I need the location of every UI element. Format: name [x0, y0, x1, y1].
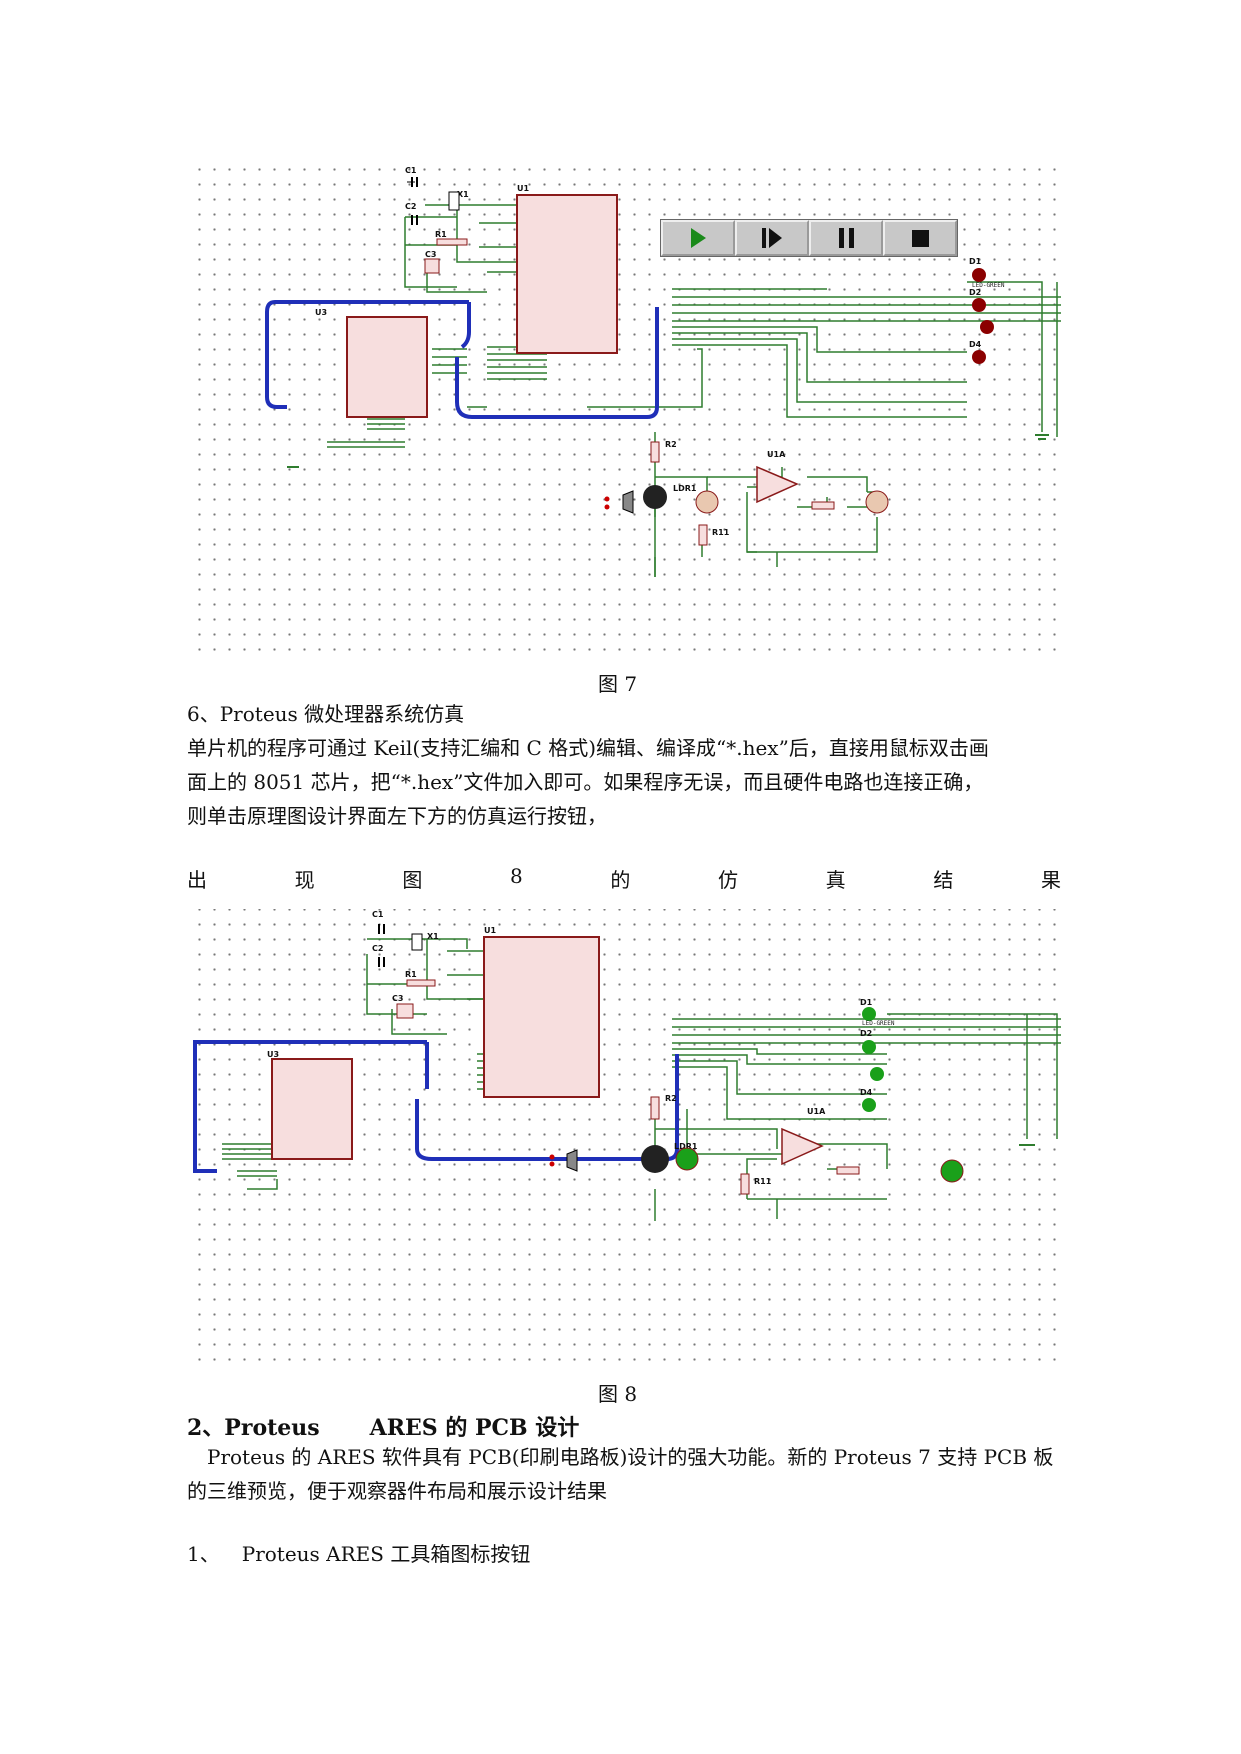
x1-label: X1 — [457, 190, 469, 199]
figure-7-schematic: U1 U3 C1 C2 X1 R1 C3 D1 D2 D4 LED-GREEN … — [187, 157, 1061, 654]
section-2-body: Proteus 的 ARES 软件具有 PCB(印刷电路板)设计的强大功能。新的… — [187, 1440, 1061, 1508]
section-6-line-3: 则单击原理图设计界面左下方的仿真运行按钮， — [187, 804, 607, 828]
u1a-label: U1A — [767, 450, 786, 459]
figure-8-caption: 图 8 — [598, 1382, 638, 1406]
r2-label: R2 — [665, 1094, 677, 1103]
spread-char: 果 — [1040, 868, 1061, 892]
figure-8-schematic: U1 U3 C1 C2 X1 R1 C3 D1 D2 D4 LED-GREEN … — [187, 909, 1061, 1361]
ldr-label: LDR1 — [673, 484, 697, 493]
r11-label: R11 — [754, 1177, 772, 1186]
step-button[interactable] — [735, 220, 809, 256]
play-icon — [690, 228, 706, 248]
ldr-label: LDR1 — [674, 1142, 698, 1151]
d1-label: D1 — [860, 998, 873, 1007]
r1-label: R1 — [405, 970, 417, 979]
section-2-line-2: 的三维预览，便于观察器件布局和展示设计结果 — [187, 1479, 607, 1503]
d4-label: D4 — [860, 1088, 873, 1097]
stop-button[interactable] — [883, 220, 957, 256]
figure-7-caption: 图 7 — [598, 672, 638, 696]
schematic-7-drawing: U1 U3 C1 C2 X1 R1 C3 D1 D2 D4 LED-GREEN … — [265, 166, 1061, 577]
item-1-number: 1、 — [187, 1542, 220, 1566]
c3-label: C3 — [392, 994, 403, 1003]
c3-label: C3 — [425, 250, 436, 259]
section-2-heading: 2、Proteus ARES 的 PCB 设计 — [187, 1410, 579, 1442]
spread-char: 真 — [825, 868, 846, 892]
spread-char: 出 — [187, 868, 207, 892]
d2-label: D2 — [969, 288, 981, 297]
c1-label: C1 — [372, 910, 384, 919]
section-6-heading: 6、Proteus 微处理器系统仿真 — [187, 702, 465, 726]
item-1: 1、 Proteus ARES 工具箱图标按钮 — [187, 1537, 1061, 1571]
c2-label: C2 — [405, 202, 416, 211]
pause-icon — [838, 228, 854, 248]
section-6: 6、Proteus 微处理器系统仿真 单片机的程序可通过 Keil(支持汇编和 … — [187, 697, 1061, 833]
section-2-line-1: Proteus 的 ARES 软件具有 PCB(印刷电路板)设计的强大功能。新的… — [207, 1445, 1054, 1469]
simulation-toolbar — [660, 219, 958, 257]
pause-button[interactable] — [809, 220, 883, 256]
r1-label: R1 — [435, 230, 447, 239]
led-label: LED-GREEN — [862, 1020, 895, 1027]
spread-char: 现 — [294, 868, 315, 892]
stop-icon — [911, 229, 929, 247]
play-button[interactable] — [661, 220, 735, 256]
x1-label: X1 — [427, 932, 439, 941]
d1-label: D1 — [969, 257, 982, 266]
section-6-line-1: 单片机的程序可通过 Keil(支持汇编和 C 格式)编辑、编译成“*.hex”后… — [187, 736, 989, 760]
d2-label: D2 — [860, 1029, 872, 1038]
spread-char: 8 — [509, 864, 523, 888]
u1a-label: U1A — [807, 1107, 826, 1116]
section-2-heading-b: ARES 的 PCB 设计 — [369, 1415, 580, 1441]
spread-char: 的 — [610, 868, 631, 892]
r11-label: R11 — [712, 528, 730, 537]
c2-label: C2 — [372, 944, 383, 953]
c1-label: C1 — [405, 166, 417, 175]
section-2-heading-a: 2、Proteus — [187, 1415, 320, 1441]
spread-char: 结 — [933, 868, 954, 892]
step-icon — [762, 228, 782, 248]
led-label: LED-GREEN — [972, 282, 1005, 289]
schematic-8-drawing: U1 U3 C1 C2 X1 R1 C3 D1 D2 D4 LED-GREEN … — [193, 910, 1061, 1221]
section-6-line-2: 面上的 8051 芯片，把“*.hex”文件加入即可。如果程序无误，而且硬件电路… — [187, 770, 984, 794]
spread-char: 仿 — [718, 868, 739, 892]
u1-label: U1 — [484, 926, 496, 935]
u3-label: U3 — [315, 308, 327, 317]
spread-line: 出 现 图 8 的 仿 真 结 果 — [187, 864, 1061, 893]
spread-char: 图 — [402, 868, 423, 892]
r2-label: R2 — [665, 440, 677, 449]
u1-label: U1 — [517, 184, 529, 193]
item-1-text: Proteus ARES 工具箱图标按钮 — [241, 1542, 531, 1566]
d4-label: D4 — [969, 340, 982, 349]
u3-label: U3 — [267, 1050, 279, 1059]
